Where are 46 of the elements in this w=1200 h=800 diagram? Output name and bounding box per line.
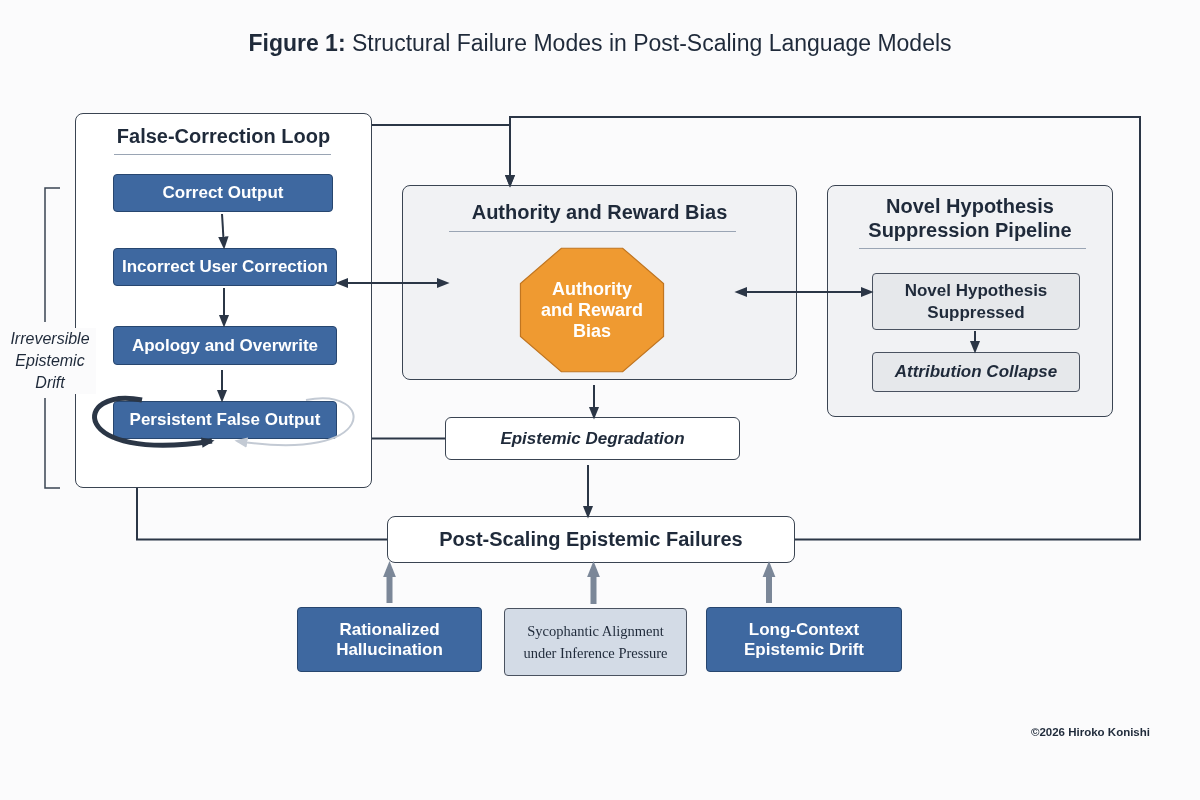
octagon-label: Authority and Reward Bias xyxy=(540,278,644,342)
connector-line xyxy=(136,487,388,541)
box-label: Incorrect User Correction xyxy=(121,257,329,277)
process-box xyxy=(872,352,1080,392)
arrow xyxy=(504,116,1141,541)
arrow xyxy=(969,330,981,354)
connector-line xyxy=(371,437,446,440)
arrow xyxy=(218,213,229,250)
process-box xyxy=(445,417,740,460)
arrow xyxy=(216,369,228,403)
arrow xyxy=(762,561,776,603)
box-label: Apology and Overwrite xyxy=(130,335,320,356)
process-box xyxy=(297,607,482,672)
arrow xyxy=(588,384,600,420)
box-label: Correct Output xyxy=(161,183,285,203)
process-box xyxy=(113,248,337,286)
box-label: Rationalized Hallucination xyxy=(335,619,444,660)
box-label: Novel Hypothesis Suppressed xyxy=(903,279,1049,324)
process-box xyxy=(504,608,687,676)
arrow xyxy=(335,277,450,289)
box-label: Long-Context Epistemic Drift xyxy=(743,619,865,660)
loop-arrow xyxy=(92,395,215,448)
process-box xyxy=(113,174,333,212)
arrow xyxy=(218,287,230,328)
group-panel xyxy=(827,185,1113,417)
copyright-note: ©2026 Hiroko Konishi xyxy=(1029,726,1150,738)
process-box xyxy=(706,607,902,672)
group-heading: Authority and Reward Bias xyxy=(470,200,729,224)
arrow xyxy=(734,286,874,298)
arrow xyxy=(383,561,396,603)
process-box xyxy=(387,516,795,563)
arrow xyxy=(587,561,600,604)
box-label: Sycophantic Alignment under Inference Pressure xyxy=(522,622,669,663)
box-label: Attribution Collapse xyxy=(893,362,1059,382)
group-heading: Novel Hypothesis Suppression Pipeline xyxy=(867,194,1073,242)
arrow xyxy=(582,464,594,519)
box-label: Post-Scaling Epistemic Failures xyxy=(438,528,744,551)
group-heading: False-Correction Loop xyxy=(115,124,332,148)
box-label: Epistemic Degradation xyxy=(499,428,686,449)
process-box xyxy=(872,273,1080,330)
figure-title: Figure 1: Structural Failure Modes in Post-Scaling Language Models xyxy=(247,30,953,57)
group-panel xyxy=(402,185,797,380)
process-box xyxy=(113,326,337,365)
loop-arrow xyxy=(234,397,355,448)
box-label: Persistent False Output xyxy=(128,410,322,430)
process-box xyxy=(113,401,337,439)
